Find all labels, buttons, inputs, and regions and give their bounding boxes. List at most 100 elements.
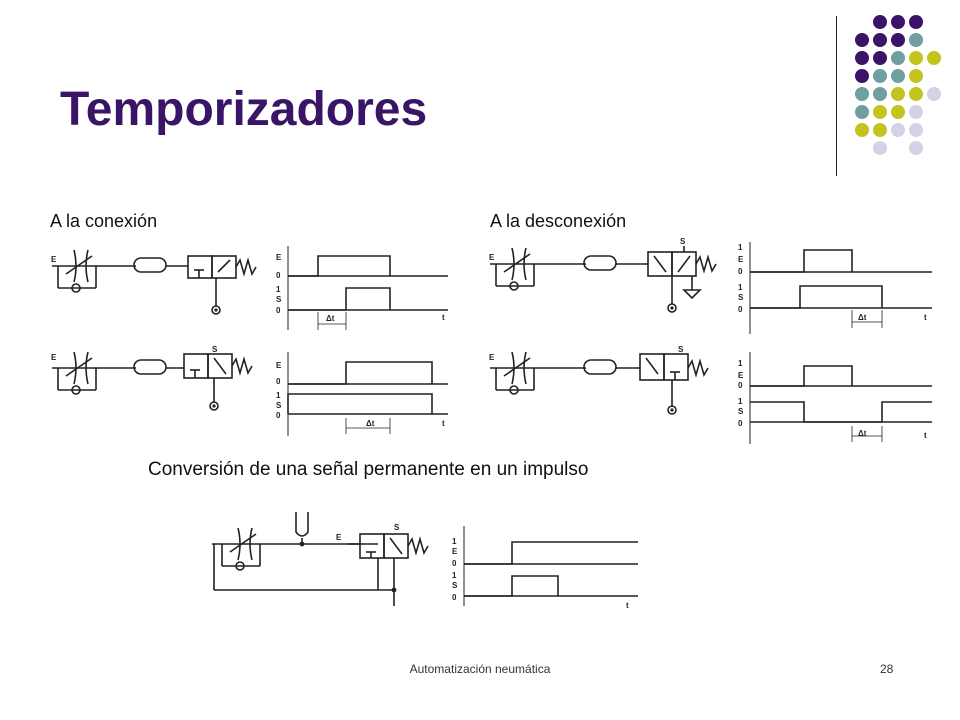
decorative-dot bbox=[909, 69, 923, 83]
svg-text:1: 1 bbox=[452, 537, 457, 546]
decorative-dot bbox=[891, 123, 905, 137]
svg-text:E: E bbox=[738, 371, 744, 380]
svg-text:E: E bbox=[452, 547, 458, 556]
decorative-dot bbox=[891, 33, 905, 47]
svg-text:0: 0 bbox=[276, 271, 281, 280]
svg-text:1: 1 bbox=[276, 285, 281, 294]
page-number: 28 bbox=[880, 662, 894, 676]
svg-text:0: 0 bbox=[276, 377, 281, 386]
circuit bbox=[52, 249, 257, 315]
svg-text:1: 1 bbox=[452, 571, 457, 580]
svg-text:1: 1 bbox=[738, 243, 743, 252]
circuit bbox=[490, 351, 709, 415]
svg-text:0: 0 bbox=[452, 559, 457, 568]
timing-chart bbox=[287, 246, 448, 330]
decorative-dot bbox=[873, 33, 887, 47]
decorative-dot bbox=[909, 15, 923, 29]
decorative-dot bbox=[873, 105, 887, 119]
decorative-dot bbox=[891, 87, 905, 101]
decorative-dot bbox=[855, 105, 869, 119]
svg-text:0: 0 bbox=[276, 411, 281, 420]
timing-chart bbox=[749, 242, 932, 334]
decorative-dot bbox=[855, 123, 869, 137]
decorative-dot bbox=[873, 87, 887, 101]
svg-text:1: 1 bbox=[738, 283, 743, 292]
decorative-dot bbox=[909, 141, 923, 155]
svg-text:1: 1 bbox=[276, 391, 281, 400]
circuit bbox=[490, 246, 717, 313]
decorative-dot bbox=[909, 87, 923, 101]
on-delay-diagram-2: E S E 0 1 S 0 Δt t bbox=[51, 345, 448, 436]
svg-text:S: S bbox=[738, 293, 744, 302]
circuit bbox=[212, 512, 429, 606]
svg-text:t: t bbox=[924, 313, 927, 322]
decorative-dot bbox=[909, 33, 923, 47]
off-delay-heading: A la desconexión bbox=[490, 211, 627, 231]
svg-text:E: E bbox=[489, 353, 495, 362]
decorative-dot-grid bbox=[855, 15, 941, 155]
svg-text:S: S bbox=[678, 345, 684, 354]
circuit bbox=[52, 351, 253, 411]
svg-text:S: S bbox=[680, 237, 686, 246]
slide-title: Temporizadores bbox=[60, 83, 428, 136]
svg-text:E: E bbox=[51, 255, 57, 264]
svg-text:S: S bbox=[276, 401, 282, 410]
svg-text:E: E bbox=[276, 253, 282, 262]
svg-text:t: t bbox=[626, 601, 629, 610]
svg-text:E: E bbox=[336, 533, 342, 542]
svg-text:S: S bbox=[738, 407, 744, 416]
decorative-dot bbox=[855, 51, 869, 65]
svg-text:0: 0 bbox=[738, 267, 743, 276]
svg-text:0: 0 bbox=[738, 381, 743, 390]
svg-text:E: E bbox=[489, 253, 495, 262]
decorative-dot bbox=[855, 69, 869, 83]
svg-text:t: t bbox=[442, 313, 445, 322]
title-divider-line bbox=[836, 16, 837, 176]
svg-text:Δt: Δt bbox=[858, 429, 867, 438]
svg-text:Δt: Δt bbox=[366, 419, 375, 428]
decorative-dot bbox=[909, 105, 923, 119]
svg-text:0: 0 bbox=[738, 305, 743, 314]
decorative-dot bbox=[855, 33, 869, 47]
decorative-dot bbox=[855, 87, 869, 101]
svg-text:1: 1 bbox=[738, 359, 743, 368]
svg-text:0: 0 bbox=[276, 306, 281, 315]
svg-text:t: t bbox=[442, 419, 445, 428]
svg-text:E: E bbox=[276, 361, 282, 370]
pulse-heading: Conversión de una señal permanente en un… bbox=[148, 459, 589, 480]
svg-text:0: 0 bbox=[452, 593, 457, 602]
timing-chart bbox=[463, 526, 638, 606]
decorative-dot bbox=[927, 51, 941, 65]
decorative-dot bbox=[873, 51, 887, 65]
decorative-dot bbox=[891, 105, 905, 119]
decorative-dot bbox=[927, 87, 941, 101]
on-delay-heading: A la conexión bbox=[50, 211, 158, 231]
off-delay-diagram-2: E S 1 E 0 1 S 0 Δt t bbox=[489, 345, 932, 444]
svg-text:Δt: Δt bbox=[858, 313, 867, 322]
decorative-dot bbox=[873, 141, 887, 155]
timing-chart bbox=[287, 352, 448, 436]
svg-text:E: E bbox=[738, 255, 744, 264]
svg-text:S: S bbox=[276, 295, 282, 304]
pulse-conversion-diagram: E S 1 E 0 1 S 0 t bbox=[212, 512, 638, 610]
decorative-dot bbox=[891, 51, 905, 65]
timing-chart bbox=[749, 352, 932, 444]
decorative-dot bbox=[873, 123, 887, 137]
on-delay-diagram-1: E E 0 1 S 0 Δt t bbox=[51, 246, 448, 330]
decorative-dot bbox=[909, 123, 923, 137]
decorative-dot bbox=[873, 15, 887, 29]
svg-text:1: 1 bbox=[738, 397, 743, 406]
svg-text:S: S bbox=[212, 345, 218, 354]
svg-text:t: t bbox=[924, 431, 927, 440]
footer-caption: Automatización neumática bbox=[409, 662, 551, 676]
decorative-dot bbox=[891, 15, 905, 29]
svg-text:S: S bbox=[394, 523, 400, 532]
svg-text:E: E bbox=[51, 353, 57, 362]
svg-text:S: S bbox=[452, 581, 458, 590]
svg-text:Δt: Δt bbox=[326, 314, 335, 323]
decorative-dot bbox=[909, 51, 923, 65]
off-delay-diagram-1: E S 1 E 0 1 S 0 Δt t bbox=[489, 237, 932, 334]
decorative-dot bbox=[873, 69, 887, 83]
svg-text:0: 0 bbox=[738, 419, 743, 428]
decorative-dot bbox=[891, 69, 905, 83]
